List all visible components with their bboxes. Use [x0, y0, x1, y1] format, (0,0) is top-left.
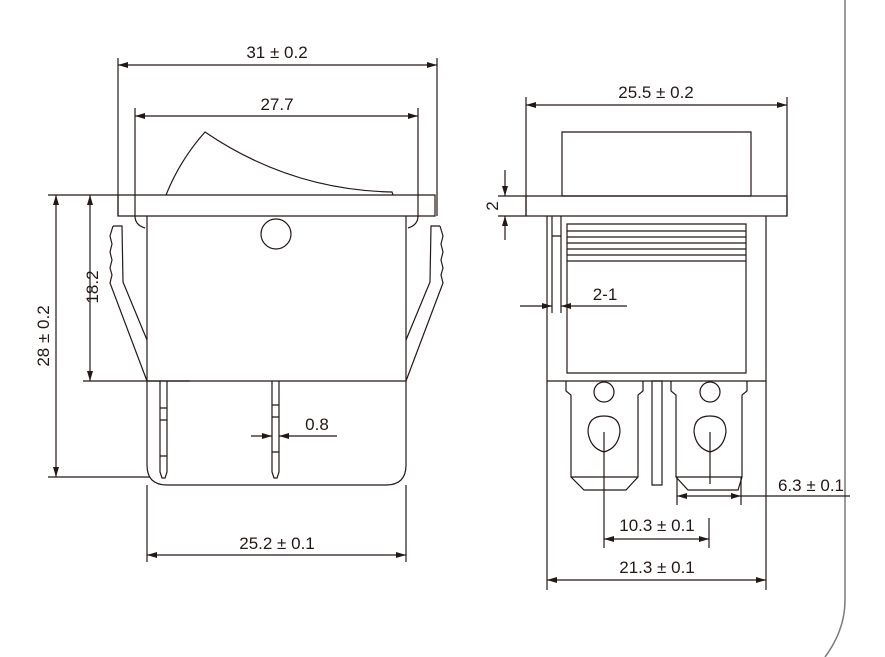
page-frame — [825, 0, 845, 657]
clip-right — [406, 226, 443, 381]
dim-terminal-pitch: 10.3 ± 0.1 — [619, 516, 695, 535]
front-view: 31 ± 0.2 27.7 0.8 28 ± 0.2 18.2 25.2 ± 0… — [34, 43, 443, 562]
center-pin — [652, 381, 662, 485]
terminal — [272, 381, 279, 478]
dim-body-depth: 21.3 ± 0.1 — [619, 558, 695, 577]
terminal-right — [671, 381, 747, 490]
dim-body-width: 25.2 ± 0.1 — [239, 534, 315, 553]
dim-rocker-width: 27.7 — [260, 95, 293, 114]
body — [147, 216, 406, 485]
clip — [552, 216, 561, 313]
dim-flange-thickness: 2 — [483, 201, 502, 210]
dim-clip-gap: 2-1 — [593, 285, 618, 304]
dim-body-height: 18.2 — [83, 270, 102, 303]
dim-terminal-width: 6.3 ± 0.1 — [778, 476, 844, 495]
rocker — [166, 132, 393, 195]
dim-flange-width: 25.5 ± 0.2 — [618, 83, 694, 102]
dim-overall-height: 28 ± 0.2 — [34, 305, 53, 366]
dim-overall-width: 31 ± 0.2 — [246, 43, 307, 62]
dim-terminal-thickness: 0.8 — [305, 415, 329, 434]
flange — [526, 196, 787, 216]
clip-left — [110, 226, 147, 381]
rocker — [562, 132, 751, 196]
terminal — [160, 381, 167, 478]
flange — [118, 195, 435, 216]
side-view: 25.5 ± 0.2 2 2-1 6.3 ± 0.1 10.3 ± 0.1 21… — [483, 83, 850, 590]
